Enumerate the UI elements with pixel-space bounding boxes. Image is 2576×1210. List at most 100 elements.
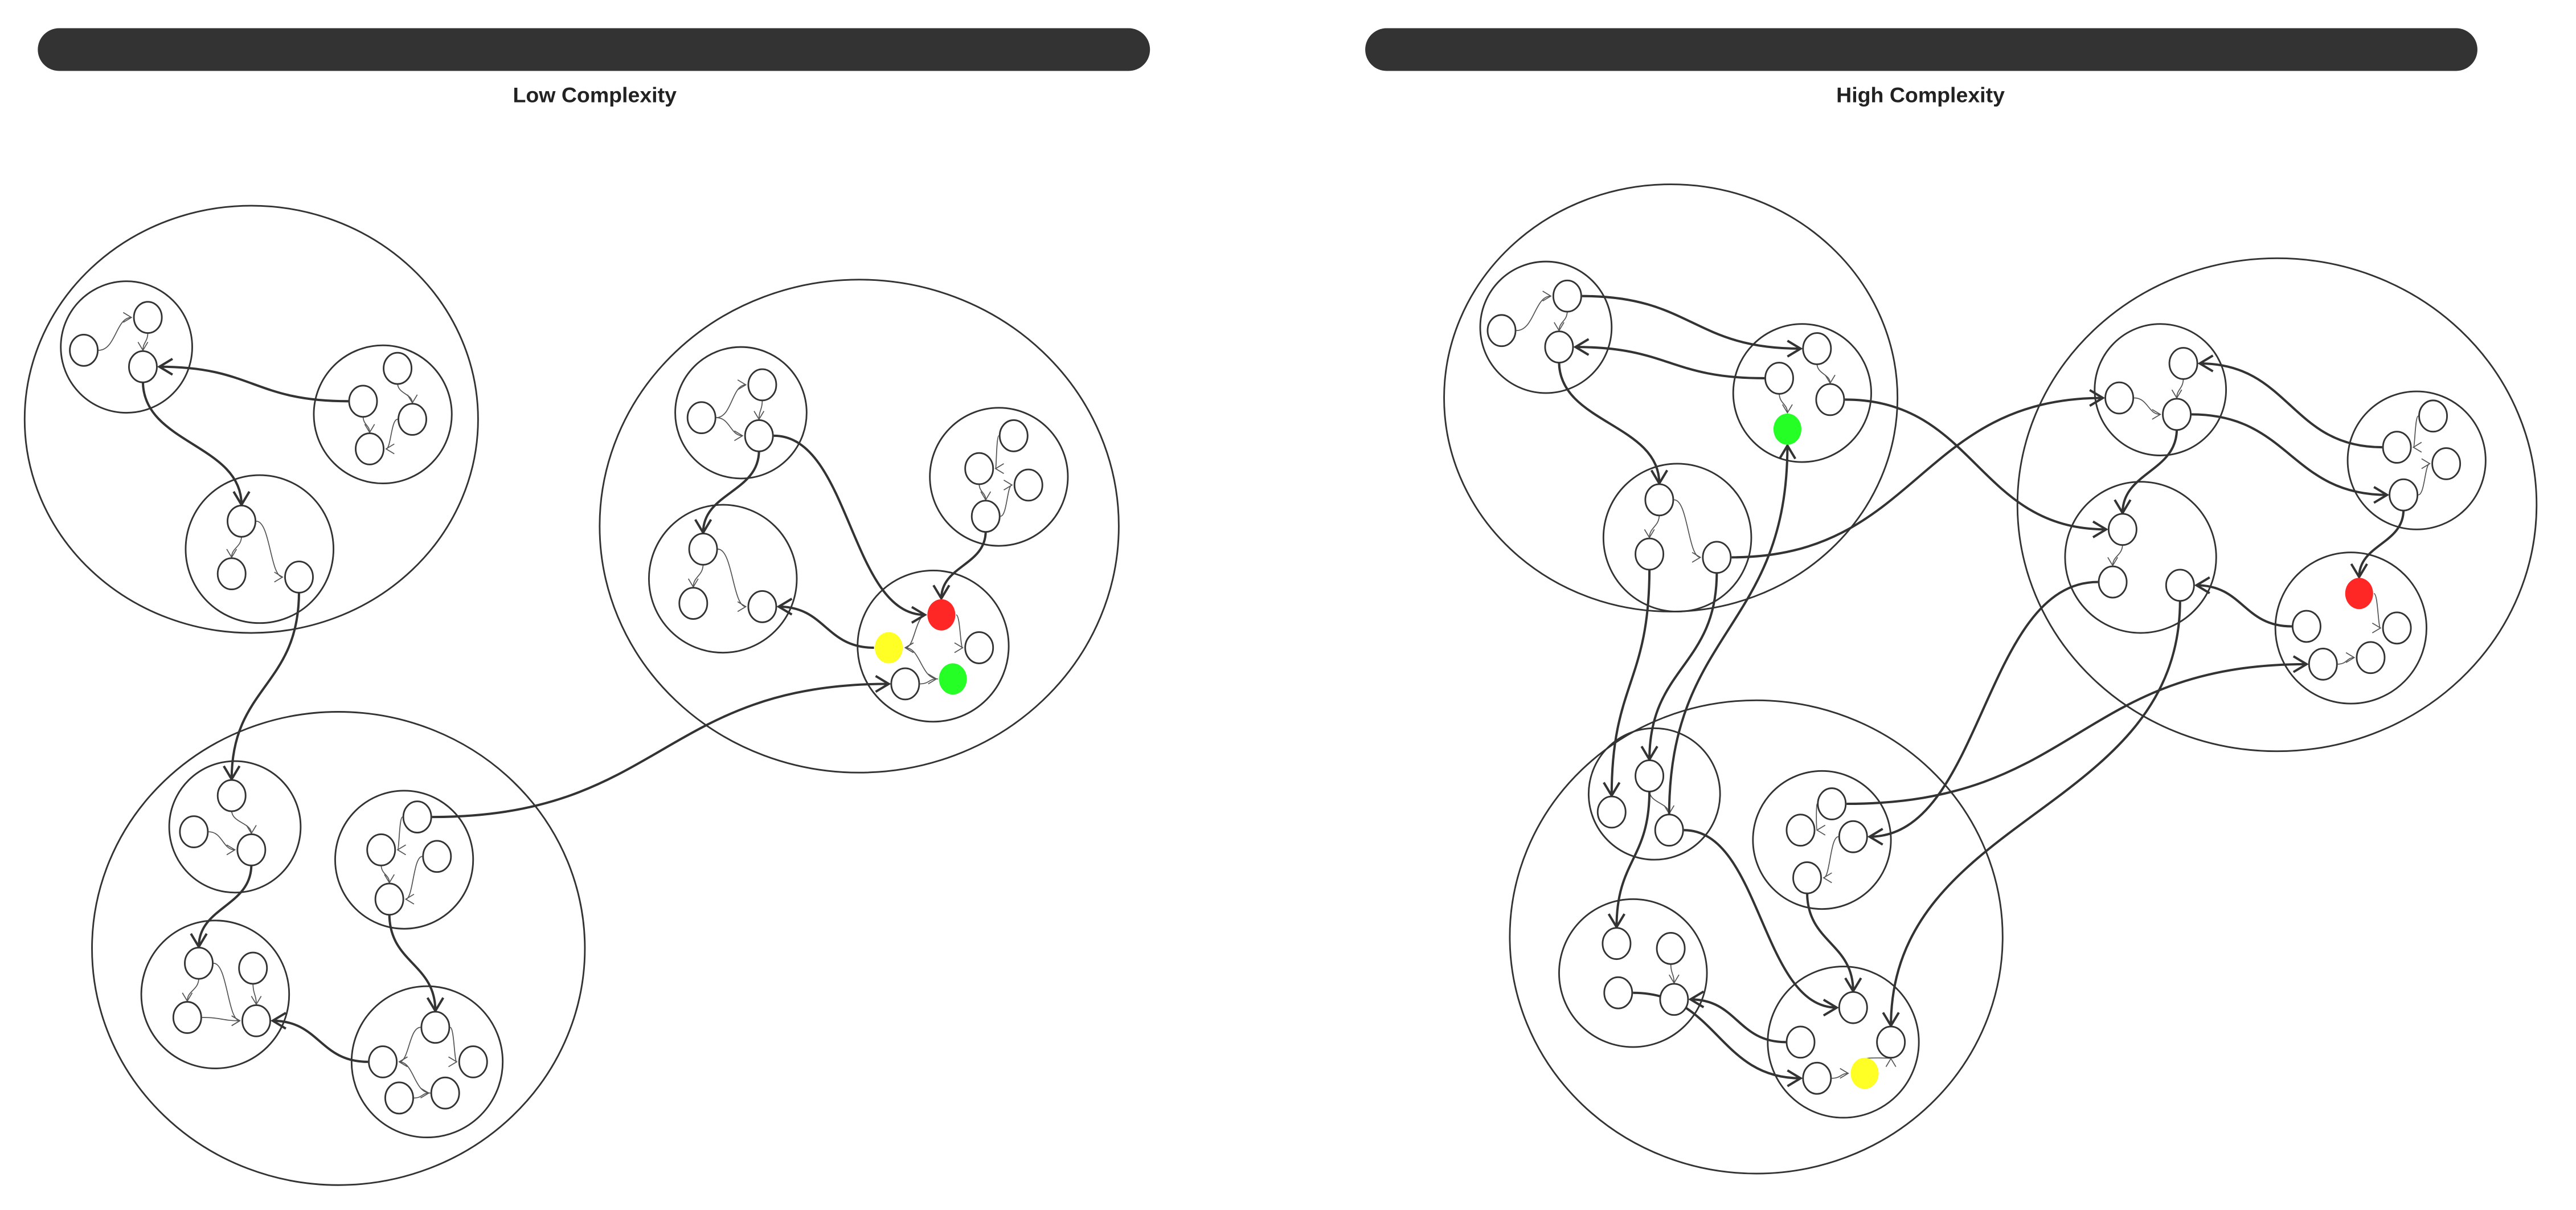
node (2389, 478, 2419, 512)
dependency-edge (1684, 829, 1837, 1009)
internal-edge (231, 535, 242, 558)
arrowhead-icon (2194, 576, 2210, 594)
node (430, 1076, 460, 1110)
node (688, 533, 718, 566)
component-cluster (648, 504, 798, 654)
arrowhead-icon (1778, 443, 1796, 460)
arrowhead-icon (396, 844, 406, 856)
node (241, 1004, 271, 1037)
node (2162, 398, 2192, 431)
node (2168, 347, 2198, 380)
arrowhead-icon (1650, 469, 1668, 486)
internal-edge (1649, 514, 1660, 538)
arrowhead-icon (1692, 551, 1702, 563)
dependency-edge (230, 591, 301, 779)
node (1702, 541, 1732, 574)
node (2382, 431, 2412, 464)
arrowhead-icon (1823, 999, 1839, 1017)
arrowhead-icon (2292, 655, 2309, 673)
node (1815, 383, 1845, 416)
internal-edge (2112, 544, 2123, 566)
node (184, 946, 214, 980)
arrowhead-icon (270, 1012, 286, 1030)
internal-edge (1516, 295, 1551, 332)
component-cluster (313, 344, 453, 484)
node (383, 351, 413, 385)
arrowhead-icon (231, 1015, 241, 1027)
dependency-edge (1869, 581, 2098, 838)
node (1596, 795, 1627, 829)
red-node (927, 599, 956, 631)
node (384, 1081, 414, 1115)
arrowhead-icon (2412, 442, 2422, 453)
node (2291, 610, 2321, 643)
node (368, 1045, 398, 1078)
yellow-node (875, 632, 903, 664)
dependency-edge (141, 381, 243, 505)
node (1644, 483, 1674, 517)
dependency-edge (940, 531, 987, 599)
arrowhead-icon (2421, 458, 2431, 469)
arrowhead-icon (226, 844, 236, 856)
dependency-edge (773, 434, 925, 616)
component-cluster (185, 474, 335, 624)
node (1603, 976, 1633, 1009)
node (348, 385, 378, 418)
internal-edge (397, 383, 413, 403)
internal-edge (920, 678, 937, 685)
component-cluster (334, 790, 474, 930)
internal-edge (1823, 836, 1839, 878)
node (227, 505, 256, 538)
header-bar (1365, 28, 2477, 71)
node (69, 334, 99, 367)
node (1602, 927, 1632, 960)
internal-edge (1649, 790, 1670, 814)
node (1838, 820, 1868, 853)
internal-edge (978, 483, 986, 500)
arrowhead-icon (157, 358, 173, 376)
arrowhead-icon (932, 584, 951, 601)
dependency-edge (1731, 396, 2103, 559)
dependency-edge (198, 864, 253, 947)
panel-high-complexity: High Complexity (1365, 28, 2477, 107)
component-cluster (1587, 727, 1721, 861)
internal-edge (186, 978, 199, 1001)
arrowhead-icon (2089, 389, 2106, 407)
internal-edge (380, 864, 390, 883)
internal-edge (2373, 592, 2381, 629)
node (1486, 314, 1517, 348)
arrowhead-icon (385, 443, 395, 455)
node (747, 368, 777, 402)
green-node (1773, 413, 1801, 445)
arrowhead-icon (448, 1056, 458, 1068)
internal-edge (2337, 657, 2354, 665)
arrowhead-icon (1885, 1057, 1897, 1068)
dependency-edge (2196, 584, 2292, 628)
component-cluster (140, 919, 290, 1069)
dependency-edge (388, 914, 437, 1011)
arrowhead-icon (2345, 652, 2356, 663)
arrowhead-icon (274, 571, 284, 583)
node (238, 951, 268, 985)
dependency-edge (1845, 398, 2107, 531)
internal-edge (208, 831, 235, 851)
node (1792, 861, 1822, 894)
component-cluster (2274, 551, 2427, 705)
header-bar (38, 28, 1150, 71)
node (422, 840, 452, 873)
arrowhead-icon (737, 379, 747, 390)
dependency-edge (1615, 790, 1651, 927)
dependency-edge (272, 1019, 368, 1063)
internal-edge (231, 810, 252, 834)
dependency-edge (702, 450, 760, 533)
node (686, 401, 716, 435)
dependency-edge (1690, 998, 1786, 1044)
component-cluster (350, 985, 504, 1139)
dependency-edge (2358, 509, 2405, 577)
arrowhead-icon (2092, 520, 2108, 538)
red-node (2345, 578, 2373, 610)
arrowhead-icon (2197, 354, 2214, 373)
arrowhead-icon (2152, 408, 2161, 420)
node (458, 1045, 488, 1078)
